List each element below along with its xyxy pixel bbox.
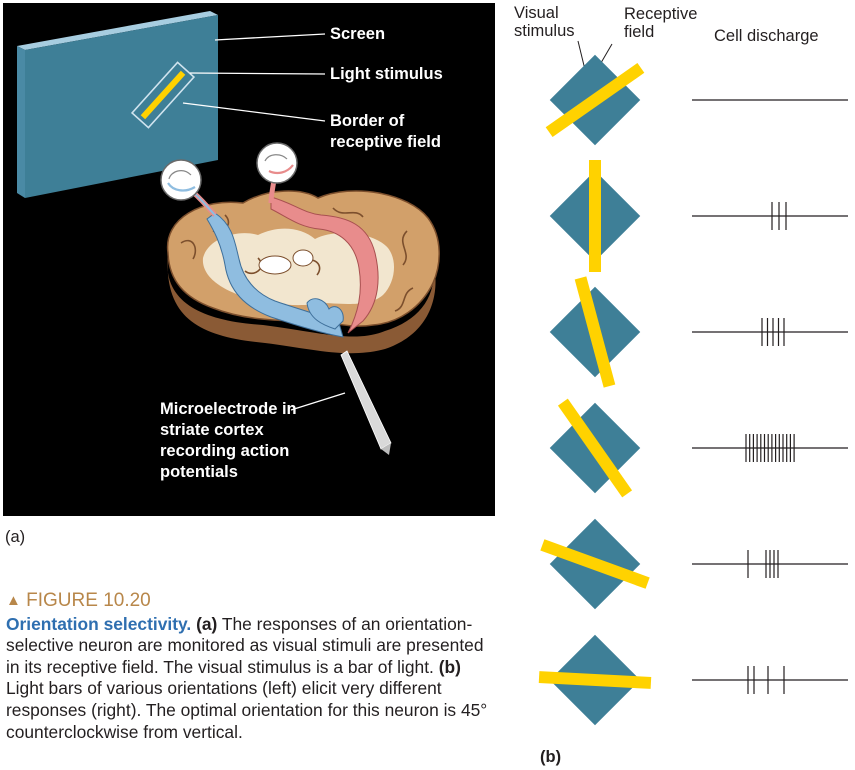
visual-pathway-red [270,196,379,334]
caption-title: Orientation selectivity. [6,613,192,634]
caption-part-a: (a) [196,613,218,634]
light-bar-stimulus [574,276,616,388]
trial-1 [545,54,848,146]
light-bar-stimulus [540,539,650,589]
microelectrode-tip [381,443,391,455]
screen-leader-line [214,33,326,41]
label-light-stimulus: Light stimulus [330,65,443,83]
figure-label: ▲ FIGURE 10.20 [6,590,494,613]
brain-slice-edge [167,253,436,354]
part-label-a: (a) [5,528,26,546]
screen-top-edge [17,11,218,50]
light-bar-stimulus [538,671,652,689]
caption-part-b: (b) [438,656,461,677]
header-visual-stimulus: Visual stimulus [514,4,575,40]
border-leader-line [182,102,326,122]
panel-a-illustration: Screen Light stimulus Border of receptiv… [3,3,495,516]
trial-6 [538,634,848,726]
ventricle-right [292,249,314,267]
left-eye [160,159,202,201]
label-microelectrode: Microelectrode in striate cortex recordi… [160,400,297,481]
caption-text-a: The responses of an orientation-selectiv… [6,613,484,677]
right-eye [256,142,298,184]
stimulus-leader-line [189,72,326,75]
light-bar-stimulus [545,62,645,138]
light-bar-stimulus [557,398,633,498]
panel-b-orientation-trials: Visual stimulus Receptive field Cell dis… [500,0,855,770]
experiment-illustration [17,11,440,455]
trials-graphic [538,40,848,726]
figure-caption: ▲ FIGURE 10.20 Orientation selectivity. … [6,590,494,743]
receptive-field-border [130,61,196,129]
microelectrode [340,350,392,450]
caption-text-b: Light bars of various orientations (left… [6,678,488,742]
ventricle-left [258,255,292,275]
figure-number: FIGURE 10.20 [26,590,151,611]
triangle-icon: ▲ [6,592,21,609]
label-border-of-receptive-field: Border of receptive field [330,112,441,151]
trial-4 [549,398,848,498]
trial-3 [549,276,848,388]
screen-side-edge [17,46,25,198]
label-screen: Screen [330,25,386,43]
striate-cortex-blue [306,298,344,330]
header-receptive-field: Receptive field [624,5,698,41]
trial-5 [540,518,848,610]
part-label-b: (b) [540,748,562,766]
light-bar-stimulus [589,160,601,272]
trial-2 [549,160,848,272]
header-cell-discharge: Cell discharge [714,27,819,45]
light-stimulus-bar [140,70,186,120]
screen [25,15,218,198]
electrode-leader-line [290,392,346,411]
